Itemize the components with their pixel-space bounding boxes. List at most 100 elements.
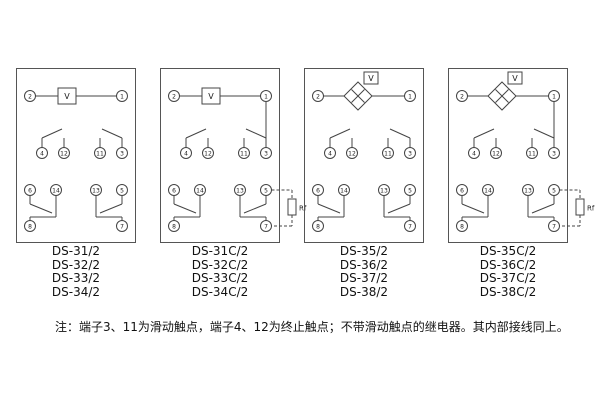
terminal-12: [490, 147, 502, 159]
terminal-5: [116, 184, 128, 196]
terminal-1: [548, 90, 560, 102]
terminal-4-label: 4: [328, 150, 332, 157]
terminal-8-label: 8: [316, 223, 320, 230]
model-list: DS-35C/2 DS-36C/2 DS-37C/2 DS-38C/2: [448, 244, 568, 299]
model-list: DS-31C/2 DS-32C/2 DS-33C/2 DS-34C/2: [160, 244, 280, 299]
panel-border: [304, 68, 424, 243]
terminal-7-label: 7: [264, 223, 268, 230]
model-name: DS-36C/2: [479, 257, 537, 272]
rectifier-bridge: [487, 81, 517, 111]
relay-panel-ds31c: Rf V 2 1 4 12 11 3 6 14 13 5 8 7 DS-31C/…: [160, 68, 312, 299]
relay-wiring-diagram: V 2 1 4 12 11 3 6 14 13 5 8 7: [16, 68, 136, 243]
model-name: DS-37C/2: [479, 271, 537, 285]
terminal-2-label: 2: [316, 93, 320, 100]
rf-label: Rf: [587, 205, 595, 213]
terminal-6-label: 6: [172, 187, 176, 194]
terminal-6: [312, 184, 324, 196]
terminal-3-label: 3: [264, 150, 268, 157]
terminal-1: [260, 90, 272, 102]
terminal-13-label: 13: [524, 187, 532, 194]
voltage-coil-label: V: [512, 74, 518, 83]
rf-resistor: [575, 198, 585, 216]
model-list: DS-31/2 DS-32/2 DS-33/2 DS-34/2: [16, 244, 136, 299]
footnote: 注：端子3、11为滑动触点，端子4、12为终止触点；不带滑动触点的继电器。其内部…: [55, 320, 569, 334]
rf-circuit: Rf: [271, 189, 307, 227]
terminal-11-label: 11: [96, 150, 104, 157]
model-name: DS-31C/2: [191, 244, 249, 258]
terminal-4-label: 4: [40, 150, 44, 157]
model-name: DS-38C/2: [479, 284, 537, 299]
terminal-4: [324, 147, 336, 159]
terminal-7: [548, 220, 560, 232]
terminal-12-label: 12: [60, 150, 68, 157]
panel-border: [448, 68, 568, 243]
terminal-3: [404, 147, 416, 159]
terminal-11: [238, 147, 250, 159]
terminal-2: [168, 90, 180, 102]
terminals: 2 1 4 12 11 3 6 14 13 5 8 7: [168, 90, 272, 232]
circuit-wires: [29, 95, 123, 221]
rectifier-bridge: [343, 81, 373, 111]
terminal-3-label: 3: [120, 150, 124, 157]
terminal-11-label: 11: [384, 150, 392, 157]
terminal-4-label: 4: [184, 150, 188, 157]
voltage-coil: [507, 71, 523, 85]
terminal-8: [312, 220, 324, 232]
terminals: 2 1 4 12 11 3 6 14 13 5 8 7: [24, 90, 128, 232]
terminal-7-label: 7: [552, 223, 556, 230]
terminal-6: [168, 184, 180, 196]
terminal-2: [312, 90, 324, 102]
circuit-wires: [317, 95, 411, 221]
terminal-14-label: 14: [52, 187, 60, 194]
terminal-5-label: 5: [264, 187, 268, 194]
model-name: DS-33/2: [51, 271, 101, 285]
terminal-4: [36, 147, 48, 159]
terminal-8-label: 8: [172, 223, 176, 230]
terminal-1-label: 1: [264, 93, 268, 100]
relay-panel-ds31: V 2 1 4 12 11 3 6 14 13 5 8 7 DS-31/2 DS…: [16, 68, 168, 299]
model-name: DS-36/2: [339, 257, 389, 272]
panel-border: [16, 68, 136, 243]
terminal-3: [260, 147, 272, 159]
voltage-coil: [363, 71, 379, 85]
terminals: 2 1 4 12 11 3 6 14 13 5 8 7: [456, 90, 560, 232]
terminal-6: [24, 184, 36, 196]
terminal-7-label: 7: [408, 223, 412, 230]
relay-wiring-diagram: V 2 1 4 12 11 3 6 14 13 5 8 7: [304, 68, 424, 243]
terminal-8: [168, 220, 180, 232]
model-name: DS-32C/2: [191, 257, 249, 272]
terminal-14: [194, 184, 206, 196]
terminal-14: [338, 184, 350, 196]
model-name: DS-33C/2: [191, 271, 249, 285]
relay-panel-ds35: V 2 1 4 12 11 3 6 14 13 5 8 7 DS-35/2 DS…: [304, 68, 456, 299]
panel-border: [160, 68, 280, 243]
terminal-13: [234, 184, 246, 196]
rf-circuit: Rf: [559, 189, 595, 227]
voltage-coil: [57, 87, 77, 105]
terminal-13-label: 13: [380, 187, 388, 194]
terminal-13: [522, 184, 534, 196]
terminal-14: [50, 184, 62, 196]
terminal-14-label: 14: [340, 187, 348, 194]
terminal-12: [346, 147, 358, 159]
terminal-5-label: 5: [552, 187, 556, 194]
terminal-13-label: 13: [236, 187, 244, 194]
model-name: DS-38/2: [339, 284, 389, 299]
terminal-12-label: 12: [492, 150, 500, 157]
terminal-8-label: 8: [460, 223, 464, 230]
voltage-coil: [201, 87, 221, 105]
terminal-8-label: 8: [28, 223, 32, 230]
terminal-3-label: 3: [408, 150, 412, 157]
model-name: DS-37/2: [339, 271, 389, 285]
terminal-4: [468, 147, 480, 159]
terminal-4: [180, 147, 192, 159]
terminal-2: [456, 90, 468, 102]
terminal-5: [404, 184, 416, 196]
terminal-7: [260, 220, 272, 232]
terminal-8: [24, 220, 36, 232]
terminal-7: [116, 220, 128, 232]
model-name: DS-35/2: [339, 244, 389, 258]
terminal-11-label: 11: [240, 150, 248, 157]
terminal-14-label: 14: [484, 187, 492, 194]
terminal-1-label: 1: [408, 93, 412, 100]
